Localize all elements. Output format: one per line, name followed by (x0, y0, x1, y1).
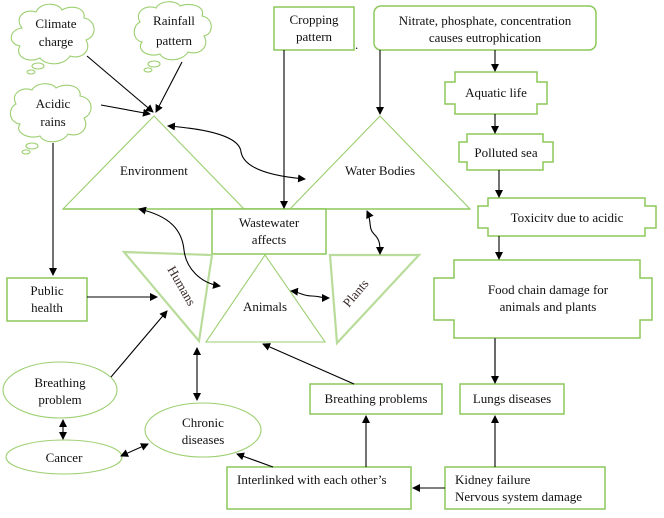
toxicity-label: Toxicitv due to acidic (511, 210, 624, 225)
cropping-line1: Cropping (289, 12, 339, 27)
arrow-breathingproblems-to-animals (262, 343, 355, 385)
kidney-line2: Nervous system damage (455, 489, 582, 504)
node-interlinked: Interlinked with each other’s (226, 466, 412, 510)
arrow-animals-plants (290, 287, 330, 302)
node-toxicity: Toxicitv due to acidic (477, 197, 657, 237)
node-cropping-pattern: Cropping pattern (273, 6, 355, 51)
breathingproblems-label: Breathing problems (325, 391, 428, 406)
chronic-line1: Chronic (182, 415, 224, 430)
nitrate-line2: causes eutrophication (429, 30, 542, 45)
node-kidney-failure: Kidney failure Nervous system damage (444, 466, 606, 510)
node-cancer: Cancer (5, 439, 123, 475)
chronic-line2: diseases (182, 432, 225, 447)
breathingproblem-line2: problem (38, 392, 81, 407)
node-rainfall-pattern: Rainfall pattern (133, 1, 212, 73)
wastewater-line1: Wastewater (239, 215, 300, 230)
node-food-chain: Food chain damage for animals and plants (433, 259, 653, 339)
node-lungs-diseases: Lungs diseases (459, 383, 565, 415)
aquatic-label: Aquatic life (465, 85, 527, 100)
wastewater-line2: affects (252, 232, 286, 247)
nitrate-line1: Nitrate, phosphate, concentration (399, 13, 572, 28)
foodchain-line1: Food chain damage for (488, 282, 609, 297)
node-wastewater-affects: Wastewater affects (211, 208, 327, 255)
kidney-line1: Kidney failure (455, 472, 531, 487)
node-public-health: Public health (6, 277, 88, 322)
rainfall-line1: Rainfall (153, 13, 195, 28)
node-climate-charge: Climate charge (10, 3, 95, 75)
cropping-line2: pattern (296, 29, 333, 44)
arrow-waterbodies-plants (366, 210, 384, 255)
node-water-bodies: Water Bodies (288, 115, 472, 210)
node-breathing-problems: Breathing problems (309, 383, 443, 415)
node-chronic-diseases: Chronic diseases (144, 402, 262, 458)
node-plants: Plants (328, 253, 422, 346)
animals-label: Animals (243, 299, 287, 314)
stray-dot: . (355, 37, 358, 52)
node-animals: Animals (204, 254, 327, 343)
arrow-climate-to-environment (86, 55, 154, 113)
acidic-line1: Acidic (36, 96, 71, 111)
interlinked-label: Interlinked with each other’s (237, 472, 387, 487)
node-polluted-sea: Polluted sea (458, 133, 554, 171)
arrow-acidic-to-environment (100, 104, 151, 117)
publichealth-line1: Public (30, 283, 63, 298)
climate-line1: Climate (35, 16, 76, 31)
rainfall-line2: pattern (156, 33, 193, 48)
polluted-label: Polluted sea (474, 145, 537, 160)
climate-line2: charge (39, 34, 74, 49)
arrow-environment-animals (138, 206, 221, 289)
node-nitrate-phosphate: Nitrate, phosphate, concentration causes… (373, 5, 597, 51)
lungs-label: Lungs diseases (473, 391, 551, 406)
cancer-label: Cancer (46, 450, 83, 465)
acidic-line2: rains (40, 114, 65, 129)
node-breathing-problem: Breathing problem (2, 361, 118, 419)
arrow-breathingproblem-to-humans (110, 310, 168, 378)
breathingproblem-line1: Breathing (34, 375, 86, 390)
foodchain-line2: animals and plants (500, 299, 597, 314)
publichealth-line2: health (31, 300, 63, 315)
arrow-cancer-chronic (120, 443, 149, 457)
node-environment: Environment (61, 115, 246, 210)
waterbodies-label: Water Bodies (345, 163, 415, 178)
node-acidic-rains: Acidic rains (9, 83, 92, 155)
arrow-environment-waterbodies (167, 122, 306, 183)
arrow-rainfall-to-environment (155, 61, 183, 113)
environment-label: Environment (120, 163, 188, 178)
node-aquatic-life: Aquatic life (444, 71, 548, 115)
arrow-interlinked-to-chronic (236, 452, 274, 468)
